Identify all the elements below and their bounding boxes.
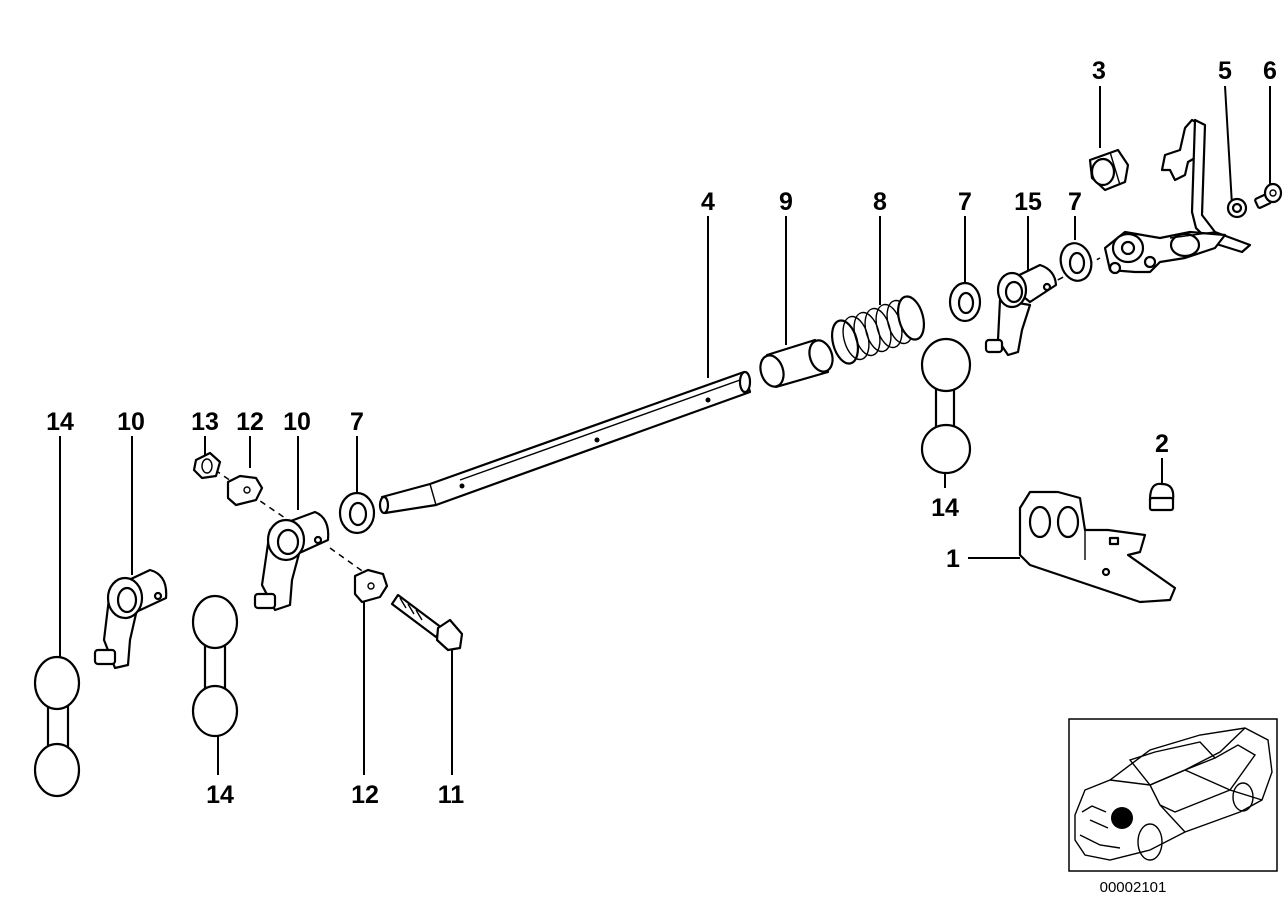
label-part-14-center: 14 (931, 494, 959, 522)
label-part-11: 11 (438, 781, 465, 809)
label-part-15: 15 (1014, 188, 1042, 216)
clip-part-3 (1088, 148, 1130, 192)
car-outline-icon (1074, 727, 1273, 861)
label-part-7-far-right: 7 (1068, 188, 1082, 216)
washer-part-7-far-right (1059, 242, 1093, 282)
sleeve-part-9 (759, 338, 834, 389)
bracket-assembly-right (1103, 118, 1252, 275)
label-part-2: 2 (1155, 430, 1169, 458)
selector-lever-part-10-center (253, 510, 330, 612)
bolt-part-6 (1254, 182, 1283, 209)
label-part-7-right: 7 (958, 188, 972, 216)
clamp-part-12-upper (226, 474, 264, 507)
label-part-5: 5 (1218, 57, 1232, 85)
label-part-10-left: 10 (117, 408, 145, 436)
spring-part-8 (830, 295, 926, 365)
label-part-9: 9 (779, 188, 793, 216)
label-part-3: 3 (1092, 57, 1106, 85)
washer-part-7-left (338, 491, 376, 535)
label-part-1: 1 (946, 545, 960, 573)
label-part-13: 13 (191, 408, 219, 436)
label-part-6: 6 (1263, 57, 1277, 85)
part-labels: 3 5 6 4 9 8 7 15 7 2 1 14 14 10 13 12 10… (46, 57, 1277, 809)
diagram-reference-number: 00002101 (1100, 879, 1167, 896)
shift-rod-part-4 (378, 370, 752, 515)
label-part-8: 8 (873, 188, 887, 216)
label-part-14-left: 14 (46, 408, 74, 436)
selector-lever-part-15 (984, 263, 1058, 357)
ball-link-part-14-middle (191, 594, 239, 738)
leader-lines (59, 85, 1271, 775)
washer-part-7-right (948, 281, 982, 323)
bolt-part-11 (390, 593, 464, 652)
washer-part-5 (1226, 197, 1248, 219)
label-part-12-lower: 12 (351, 781, 379, 809)
car-location-inset (1068, 718, 1278, 872)
label-part-4: 4 (701, 188, 715, 216)
ball-link-part-14-center (920, 337, 972, 475)
selector-lever-part-10-left (93, 568, 168, 670)
label-part-14-middle: 14 (206, 781, 234, 809)
clamp-part-12-lower (353, 568, 389, 604)
label-part-7-left: 7 (350, 408, 364, 436)
nut-part-13 (192, 451, 222, 480)
ball-link-part-14-left (33, 655, 81, 798)
label-part-12-upper: 12 (236, 408, 264, 436)
label-part-10-center: 10 (283, 408, 311, 436)
mounting-bracket-part-1 (1018, 490, 1177, 604)
cap-nut-part-2 (1148, 482, 1175, 512)
